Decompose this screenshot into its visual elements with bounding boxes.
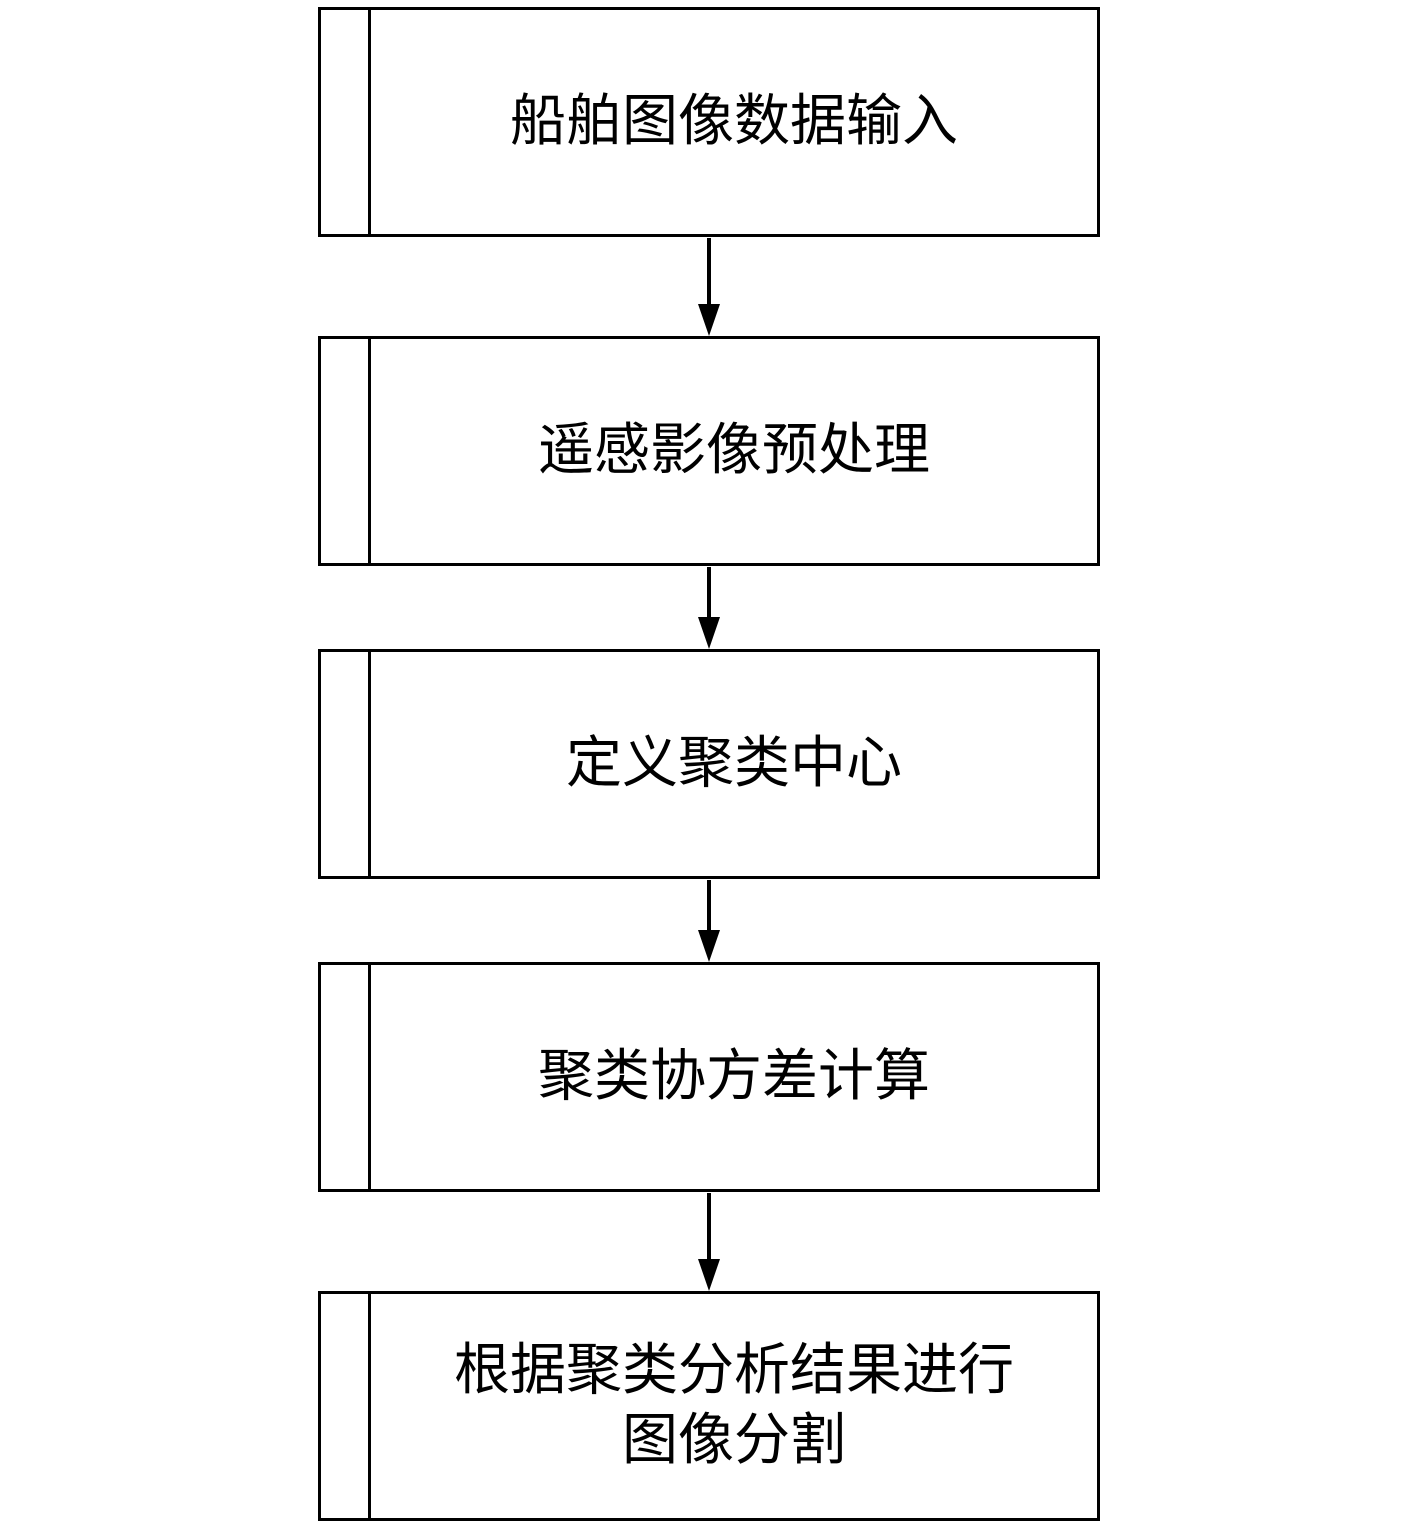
step-3-line-1: 定义聚类中心 — [566, 731, 902, 796]
step-2-side-bar — [368, 339, 371, 563]
step-3-label: 定义聚类中心 — [371, 652, 1097, 876]
step-3-side-bar — [368, 652, 371, 876]
step-1-line-1: 船舶图像数据输入 — [510, 89, 958, 154]
step-2-line-1: 遥感影像预处理 — [538, 418, 930, 483]
arrow-2-to-3 — [698, 567, 720, 649]
step-2-box: 遥感影像预处理 — [318, 336, 1100, 566]
step-5-label: 根据聚类分析结果进行 图像分割 — [371, 1294, 1097, 1518]
arrow-4-to-5 — [698, 1193, 720, 1291]
step-5-line-1: 根据聚类分析结果进行 — [454, 1338, 1014, 1403]
step-5-box: 根据聚类分析结果进行 图像分割 — [318, 1291, 1100, 1521]
step-5-line-2: 图像分割 — [622, 1408, 846, 1473]
step-3-box: 定义聚类中心 — [318, 649, 1100, 879]
step-5-side-bar — [368, 1294, 371, 1518]
step-1-label: 船舶图像数据输入 — [371, 10, 1097, 234]
step-4-line-1: 聚类协方差计算 — [538, 1044, 930, 1109]
arrow-1-to-2 — [698, 238, 720, 336]
step-1-side-bar — [368, 10, 371, 234]
step-4-box: 聚类协方差计算 — [318, 962, 1100, 1192]
step-4-side-bar — [368, 965, 371, 1189]
arrow-3-to-4 — [698, 880, 720, 962]
step-4-label: 聚类协方差计算 — [371, 965, 1097, 1189]
step-1-box: 船舶图像数据输入 — [318, 7, 1100, 237]
step-2-label: 遥感影像预处理 — [371, 339, 1097, 563]
